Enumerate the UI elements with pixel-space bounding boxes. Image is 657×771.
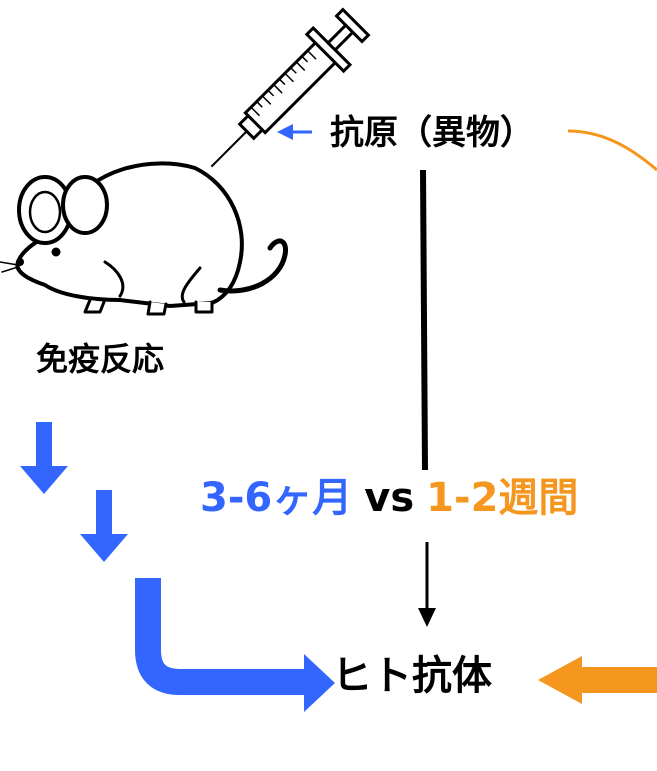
injection-arrow <box>277 124 312 140</box>
alt-path-to-human-antibody <box>538 656 657 704</box>
syringe-icon <box>210 7 371 168</box>
human-antibody-label: ヒト抗体 <box>332 653 492 699</box>
timeline-line-upper <box>420 169 428 471</box>
mouse-step-arrow-2 <box>80 490 128 562</box>
mouse-time-label: 3-6ヶ月 <box>200 475 353 521</box>
mouse-step-arrow-1 <box>20 422 68 494</box>
vs-label: vs <box>364 475 415 521</box>
timeline-arrowhead <box>418 608 436 627</box>
alt-time-label: 1-2週間 <box>426 475 579 521</box>
alt-path-curve <box>567 129 657 172</box>
mouse-icon <box>0 161 289 316</box>
mouse-path-to-human-antibody <box>135 578 335 712</box>
immune-response-label: 免疫反応 <box>36 340 165 378</box>
antigen-label: 抗原（異物） <box>330 113 534 153</box>
